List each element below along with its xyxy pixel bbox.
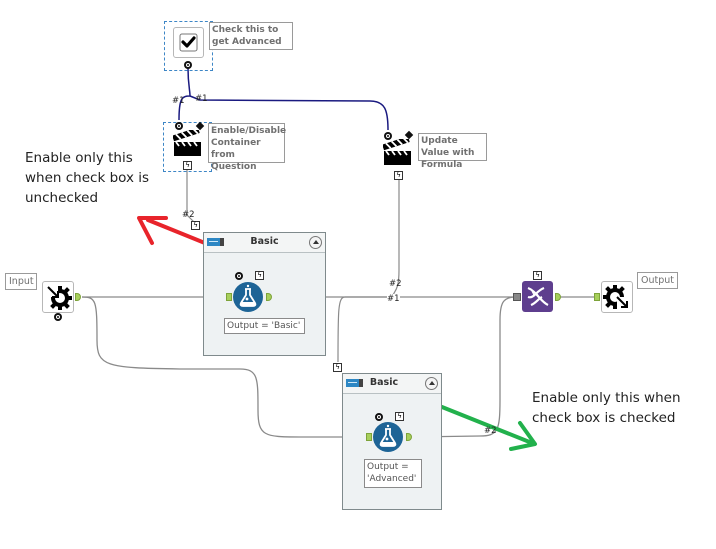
container-title: Basic [250, 236, 279, 247]
container-action-annotation: Enable/Disable Container from Question [208, 123, 286, 172]
connection-label: #1 [387, 294, 400, 304]
lightning-anchor-icon[interactable]: ϟ [394, 171, 403, 180]
macro-output-tool[interactable] [601, 281, 633, 313]
output-annotation: Output [637, 272, 678, 289]
clapperboard-icon[interactable] [173, 130, 203, 158]
connection-label: #2 [484, 426, 497, 436]
flask-icon [379, 424, 397, 447]
question-anchor[interactable] [235, 272, 243, 280]
connection-label: #2 [182, 210, 195, 220]
union-dna-icon [527, 286, 549, 307]
question-output-anchor[interactable] [184, 61, 192, 69]
flask-icon [239, 284, 257, 307]
lightning-anchor-icon[interactable]: ϟ [191, 221, 200, 230]
formula-annotation: Output = 'Basic' [224, 318, 305, 334]
checkbox-annotation: Check this to get Advanced [209, 22, 293, 50]
connection-label: #1 [172, 96, 185, 106]
lightning-anchor-icon[interactable]: ϟ [333, 363, 342, 372]
tool-container-basic[interactable]: Basic [203, 232, 326, 356]
data-wire-input-to-advanced [81, 296, 366, 438]
clapperboard-icon[interactable] [383, 139, 413, 167]
action-wire-to-advanced-container [337, 180, 400, 363]
union-tool[interactable] [522, 281, 553, 312]
container-collapse-button[interactable] [309, 236, 322, 249]
input-anchor[interactable] [594, 293, 600, 301]
red-note-text: Enable only this when check box is unche… [25, 150, 150, 206]
lightning-anchor-icon[interactable]: ϟ [255, 271, 264, 280]
lightning-anchor-icon[interactable]: ϟ [395, 412, 404, 421]
formula-tool[interactable] [233, 282, 263, 312]
checkbox-checked-icon [179, 33, 198, 52]
question-wire-to-formula-action [189, 95, 389, 131]
container-title: Basic [369, 377, 399, 388]
output-anchor[interactable] [266, 293, 272, 301]
container-collapse-button[interactable] [425, 377, 438, 390]
container-enable-toggle-icon[interactable] [346, 379, 363, 387]
data-wire-advanced-to-union [411, 296, 515, 438]
question-wire-to-container-action [178, 67, 191, 121]
output-anchor[interactable] [406, 433, 412, 441]
formula-annotation: Output = 'Advanced' [364, 459, 422, 488]
macro-input-icon [46, 285, 72, 310]
formula-action-annotation: Update Value with Formula [418, 133, 487, 170]
multi-input-anchor[interactable] [513, 293, 521, 301]
macro-input-tool[interactable] [42, 281, 74, 313]
container-enable-toggle-icon[interactable] [207, 238, 224, 246]
formula-tool[interactable] [373, 422, 403, 452]
question-input-anchor[interactable] [175, 122, 183, 130]
input-annotation: Input [5, 273, 37, 290]
connection-label: #1 [195, 94, 208, 104]
container-header: Basic [343, 374, 441, 394]
green-note-text: Enable only this when check box is check… [532, 390, 681, 426]
lightning-anchor-icon[interactable]: ϟ [533, 271, 542, 280]
macro-output-icon [603, 285, 630, 310]
output-anchor[interactable] [75, 293, 81, 301]
input-anchor[interactable] [366, 433, 372, 441]
question-anchor[interactable] [54, 313, 62, 321]
input-anchor[interactable] [226, 293, 232, 301]
green-arrow [440, 405, 537, 451]
container-header: Basic [204, 233, 325, 253]
action-wire-to-basic-container [186, 170, 195, 223]
question-anchor[interactable] [375, 413, 383, 421]
output-anchor[interactable] [555, 293, 561, 301]
lightning-anchor-icon[interactable]: ϟ [183, 161, 192, 170]
question-input-anchor[interactable] [384, 132, 392, 140]
checkbox-tool[interactable] [173, 27, 204, 58]
connection-label: #2 [389, 279, 402, 289]
